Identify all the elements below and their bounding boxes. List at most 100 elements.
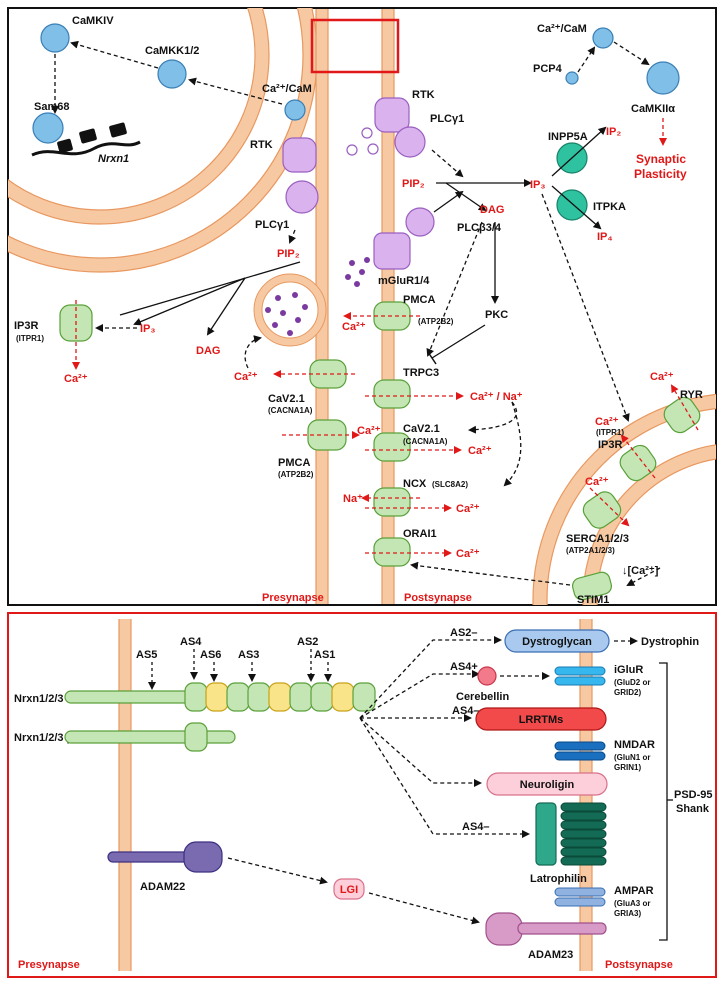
rtk-pre (282, 137, 317, 173)
pmca-post-label: PMCA (403, 294, 435, 306)
dna-box (57, 138, 73, 154)
plcb34-node (405, 207, 435, 237)
synaptic-label: Synaptic (636, 152, 686, 166)
as4-plus-label: AS4+ (450, 661, 478, 673)
serca-label: SERCA1/2/3 (566, 533, 629, 545)
trpc3-label: TRPC3 (403, 367, 439, 379)
as4-label: AS4 (180, 636, 202, 648)
cav21-post (373, 432, 411, 462)
vesicle-neurotransmitters (265, 292, 308, 336)
nmdar-bar (554, 751, 606, 761)
plcg1-pre-label: PLCγ1 (255, 219, 289, 231)
ampar-sub2-label: GRIA3) (614, 909, 641, 918)
nrxn1-gene-label: Nrxn1 (98, 153, 129, 165)
lrrtms-node (475, 707, 607, 731)
cerebellin-label: Cerebellin (456, 691, 509, 703)
atp2a-label: (ATP2A1/2/3) (566, 546, 615, 555)
as4-minus-label-1: AS4– (452, 705, 480, 717)
cerebellin-node (477, 666, 497, 686)
adam22-stalk (107, 851, 189, 863)
cacam-right-label: Ca²⁺/CaM (537, 23, 587, 35)
iglur-label: iGluR (614, 664, 643, 676)
nrxn-interaction-arrows (359, 636, 530, 838)
nmdar-sub2-label: GRIN1) (614, 763, 641, 772)
inpp5a-label: INPP5A (548, 131, 588, 143)
dna-strand (31, 140, 141, 157)
adam23-head (485, 912, 523, 946)
orai1-label: ORAI1 (403, 528, 437, 540)
slc8a2-label: (SLC8A2) (432, 480, 468, 489)
iglur-bar (554, 666, 606, 676)
nrxn-beta-label: Nrxn1/2/3 β (14, 732, 74, 744)
as6-label: AS6 (200, 649, 221, 661)
mglur14-node (373, 232, 411, 270)
ip4-label: IP₄ (597, 231, 613, 243)
dna-box (109, 122, 127, 138)
latrophilin-stalk (535, 802, 557, 866)
lgi-label: LGI (340, 884, 358, 896)
pip2-post-label: PIP₂ (402, 178, 425, 190)
ncx-node (373, 487, 411, 517)
adam23-label: ADAM23 (528, 949, 573, 961)
ncx-label: NCX (403, 478, 427, 490)
ip3r-left-label: IP3R (14, 320, 39, 332)
zoom-box (310, 18, 400, 74)
serca-node (582, 491, 622, 529)
na-ncx-label: Na⁺ (343, 493, 363, 505)
nrxn-alpha-label: Nrxn1/2/3 α (14, 693, 74, 705)
ca-pre-in-label: Ca²⁺ (357, 425, 381, 437)
nrxn-alpha-stalk (64, 690, 191, 704)
ca-serca-label: Ca²⁺ (585, 476, 609, 488)
cav21-post-label: CaV2.1 (403, 423, 440, 435)
dystrophin-label: Dystrophin (641, 636, 699, 648)
adam22-label: ADAM22 (140, 881, 185, 893)
presynaptic-membrane-bottom (118, 619, 132, 971)
neuroligin-label: Neuroligin (520, 779, 575, 791)
cacam-left-label: Ca²⁺/CaM (262, 83, 312, 95)
plcb34-label: PLCβ3/4 (457, 222, 502, 234)
presynapse-label-top: Presynapse (262, 592, 324, 604)
nrxn-beta-stalk (64, 730, 236, 744)
vesicle-small (346, 144, 358, 156)
bottom-panel: Presynapse Postsynapse AS5 AS4 AS6 AS3 A… (7, 612, 717, 978)
atp2b2-pre-label: (ATP2B2) (278, 470, 314, 479)
as2-minus-label: AS2– (450, 627, 478, 639)
ca-pmca-post-label: Ca²⁺ (342, 321, 366, 333)
camkiv-label: CaMKIV (72, 15, 114, 27)
latrophilin-tm-domains (560, 802, 607, 866)
top-panel: Presynapse Postsynapse CaMKIV CaMKK1/2 C… (7, 7, 717, 606)
camkk-node (157, 59, 187, 89)
pcp4-label: PCP4 (533, 63, 563, 75)
ip2-label: IP₂ (606, 126, 621, 138)
camkiia-node (646, 61, 680, 95)
dna-box (79, 128, 97, 144)
itpr1-left-label: (ITPR1) (16, 334, 44, 343)
bottom-panel-frame (7, 612, 717, 978)
rtk-post-label: RTK (412, 89, 435, 101)
glutamate-dots (345, 257, 370, 287)
nmdar-sub-label: (GluN1 or (614, 753, 650, 762)
ca-orai-label: Ca²⁺ (456, 548, 480, 560)
nrxn-alpha-domains (184, 682, 376, 712)
dystroglycan-node (504, 629, 610, 653)
sam68-label: Sam68 (34, 101, 69, 113)
cacna1a-pre-label: (CACNA1A) (268, 406, 313, 415)
rtk-post (374, 97, 410, 133)
orai1-node (373, 537, 411, 567)
camkiia-label: CaMKIIα (631, 103, 675, 115)
cacam-right-node (592, 27, 614, 49)
ryr-node (663, 396, 701, 434)
pmca-pre-label: PMCA (278, 457, 310, 469)
pip2-pre-label: PIP₂ (277, 248, 300, 260)
plasticity-label: Plasticity (634, 167, 687, 181)
nmdar-bar (554, 741, 606, 751)
presynapse-label-bottom: Presynapse (18, 959, 80, 971)
ip3r-right-node (619, 444, 657, 482)
ip3-left-label: IP₃ (140, 323, 155, 335)
iglur-sub2-label: GRID2) (614, 688, 641, 697)
cacna1a-post-label: (CACNA1A) (403, 437, 448, 446)
ca-left-label: Ca²⁺ (64, 373, 88, 385)
ryr-label: RYR (680, 389, 703, 401)
nmdar-label: NMDAR (614, 739, 655, 751)
